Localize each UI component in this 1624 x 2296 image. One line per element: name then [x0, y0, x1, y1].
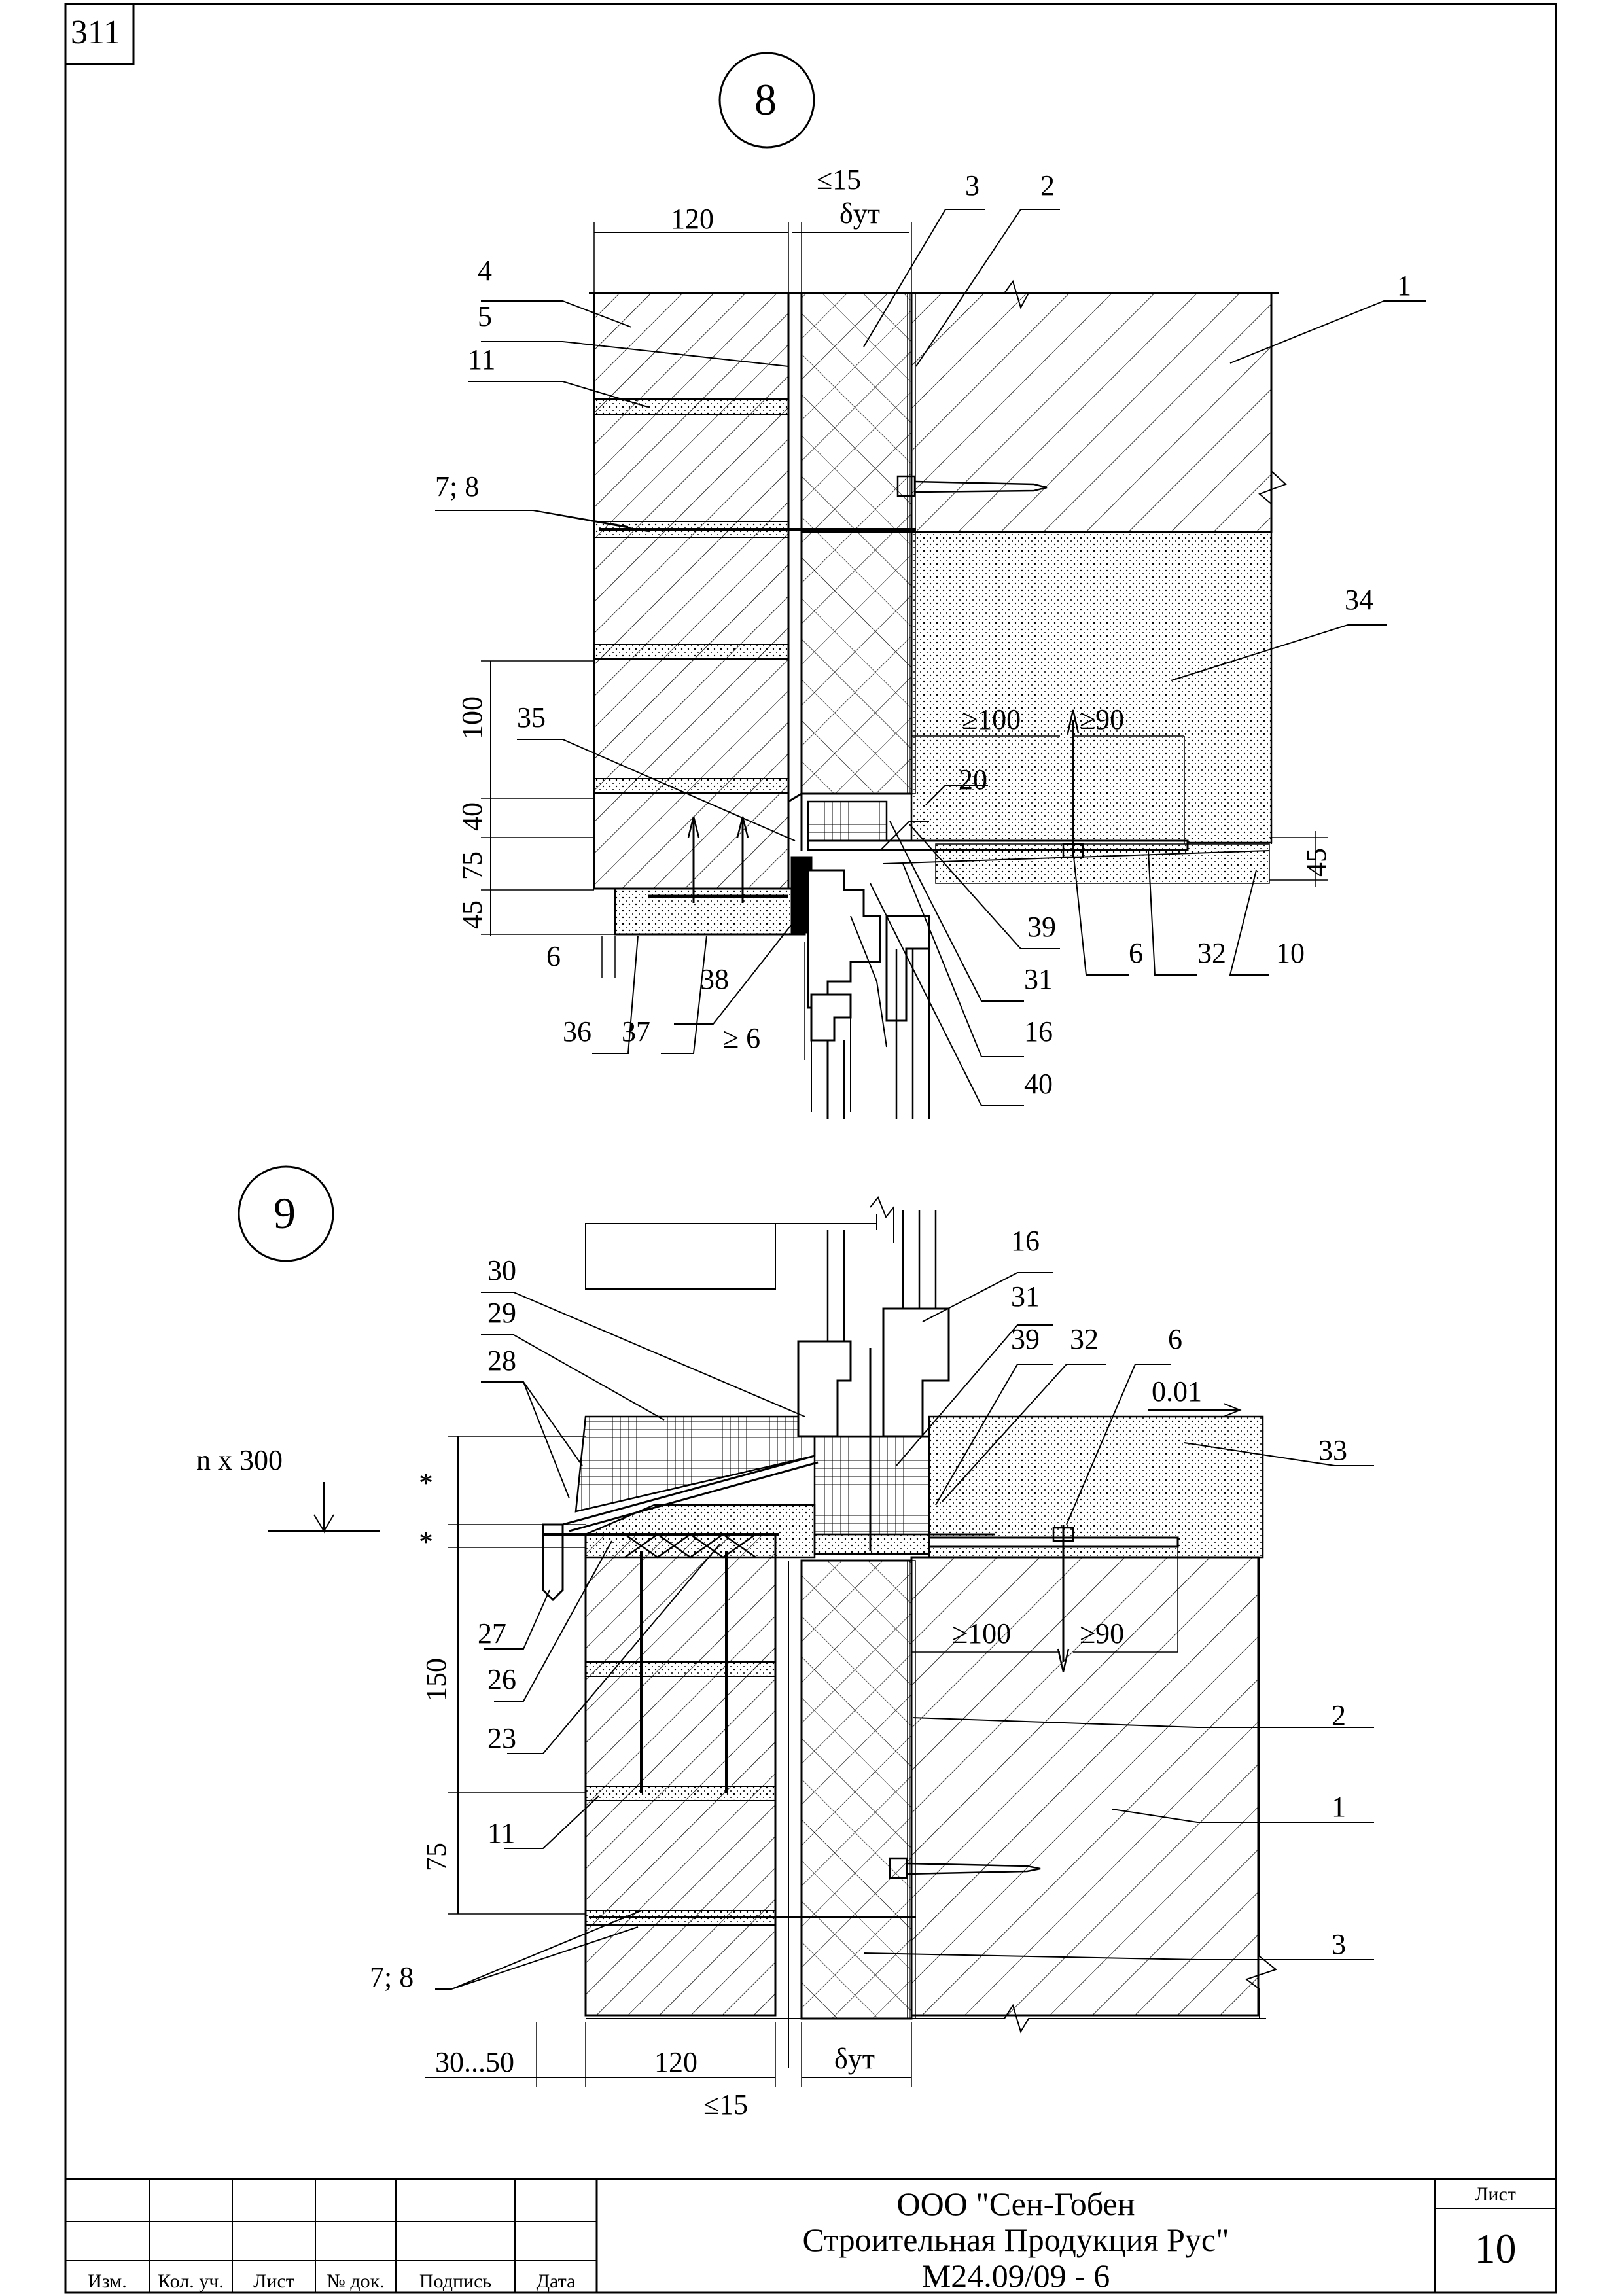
dim-45-right: 45 [1300, 848, 1332, 877]
dim-ge100: ≥100 [952, 1617, 1012, 1650]
callout-23: 23 [487, 1722, 516, 1754]
sheet-number: 10 [1474, 2225, 1517, 2272]
callout-35: 35 [517, 701, 546, 733]
floor-slab-34 [910, 531, 1273, 844]
detail-8-number: 8 [754, 75, 777, 124]
mortar-joint-11 [593, 398, 789, 415]
dim-star-1: * [419, 1467, 433, 1499]
callout-2: 2 [1040, 169, 1055, 202]
callout-5: 5 [478, 300, 492, 332]
callout-32: 32 [1197, 937, 1226, 969]
dim-45: 45 [456, 900, 488, 929]
callout-10: 10 [1276, 937, 1305, 969]
tb-header-date: Дата [536, 2270, 576, 2292]
tb-header-list: Лист [253, 2270, 294, 2292]
brick-cladding-4 [593, 292, 790, 890]
tb-header-signature: Подпись [419, 2270, 492, 2292]
dim-ge100: ≥100 [962, 703, 1021, 735]
concrete-wall-1 [910, 1556, 1260, 2017]
company-line-2: Строительная Продукция Рус" [802, 2221, 1229, 2258]
corner-number: 311 [71, 14, 121, 51]
sheet-label: Лист [1475, 2183, 1516, 2205]
detail-9-circle [238, 1165, 334, 1262]
callout-27: 27 [478, 1617, 506, 1650]
foam-40 [807, 800, 888, 849]
mortar-sill-26 [584, 1504, 816, 1559]
detail-9-number: 9 [274, 1188, 296, 1238]
callout-4: 4 [478, 255, 492, 287]
dim-20: 20 [959, 764, 987, 796]
callout-11: 11 [487, 1817, 516, 1849]
concrete-wall-1 [910, 292, 1273, 533]
callout-32: 32 [1070, 1323, 1099, 1355]
document-code: М24.09/09 - 6 [921, 2257, 1110, 2294]
screed-10 [935, 843, 1270, 884]
callout-16: 16 [1011, 1225, 1040, 1257]
callout-33: 33 [1318, 1434, 1347, 1466]
callout-28: 28 [487, 1345, 516, 1377]
callout-39: 39 [1027, 911, 1056, 943]
detail-8 [435, 52, 1426, 1119]
callout-38: 38 [700, 963, 729, 995]
callout-30: 30 [487, 1254, 516, 1286]
dim-slope: 0.01 [1152, 1375, 1202, 1407]
title-block [65, 2178, 1556, 2293]
dim-30-50: 30...50 [435, 2046, 514, 2078]
callout-34: 34 [1345, 584, 1373, 616]
sheet-frame [64, 3, 1557, 2294]
callout-6: 6 [1168, 1323, 1182, 1355]
dim-star-2: * [419, 1526, 433, 1558]
dim-n-x-300: n x 300 [196, 1444, 283, 1476]
callout-29: 29 [487, 1297, 516, 1329]
dim-le15: ≤15 [703, 2089, 749, 2121]
detail-9 [238, 1165, 1374, 2087]
dim-delta-ut: δут [834, 2043, 875, 2075]
slab-33 [928, 1415, 1264, 1559]
dim-120: 120 [654, 2046, 697, 2078]
tb-header-kol-uch: Кол. уч. [158, 2270, 224, 2292]
callout-7-8: 7; 8 [370, 1961, 414, 1993]
tb-header-izm: Изм. [88, 2270, 127, 2292]
callout-1: 1 [1332, 1791, 1346, 1823]
corner-number-box [64, 3, 135, 65]
dim-120: 120 [671, 203, 714, 235]
callout-3: 3 [1332, 1928, 1346, 1960]
callout-26: 26 [487, 1663, 516, 1695]
dim-100: 100 [456, 696, 488, 739]
dim-6: 6 [546, 940, 561, 972]
callout-36: 36 [563, 1016, 591, 1048]
callout-11: 11 [468, 344, 496, 376]
membrane-2 [907, 1560, 916, 2019]
detail-8-circle [718, 52, 815, 149]
dim-75: 75 [420, 1843, 452, 1871]
callout-6: 6 [1129, 937, 1143, 969]
brick-cladding [584, 1533, 777, 2017]
callout-37: 37 [622, 1016, 650, 1048]
callout-39: 39 [1011, 1323, 1040, 1355]
callout-16: 16 [1024, 1016, 1053, 1048]
dim-150: 150 [420, 1658, 452, 1701]
callout-7-8: 7; 8 [435, 470, 480, 503]
dim-ge90: ≥90 [1080, 703, 1125, 735]
dim-delta-ut: δут [839, 198, 880, 230]
company-line-1: ООО "Сен-Гобен [896, 2185, 1135, 2222]
tb-header-doc: № док. [327, 2270, 385, 2292]
callout-3: 3 [965, 169, 980, 202]
callout-40: 40 [1024, 1068, 1053, 1100]
callout-31: 31 [1024, 963, 1053, 995]
dim-40: 40 [456, 802, 488, 831]
insulation-3 [800, 292, 913, 795]
callout-1: 1 [1397, 270, 1411, 302]
dim-ge6: ≥ 6 [723, 1022, 761, 1054]
dim-75: 75 [456, 851, 488, 880]
insulation-3 [800, 1559, 913, 2020]
callout-31: 31 [1011, 1280, 1040, 1313]
dim-ge90: ≥90 [1080, 1617, 1125, 1650]
membrane-2 [907, 292, 916, 794]
dim-le15: ≤15 [817, 164, 862, 196]
callout-2: 2 [1332, 1699, 1346, 1731]
